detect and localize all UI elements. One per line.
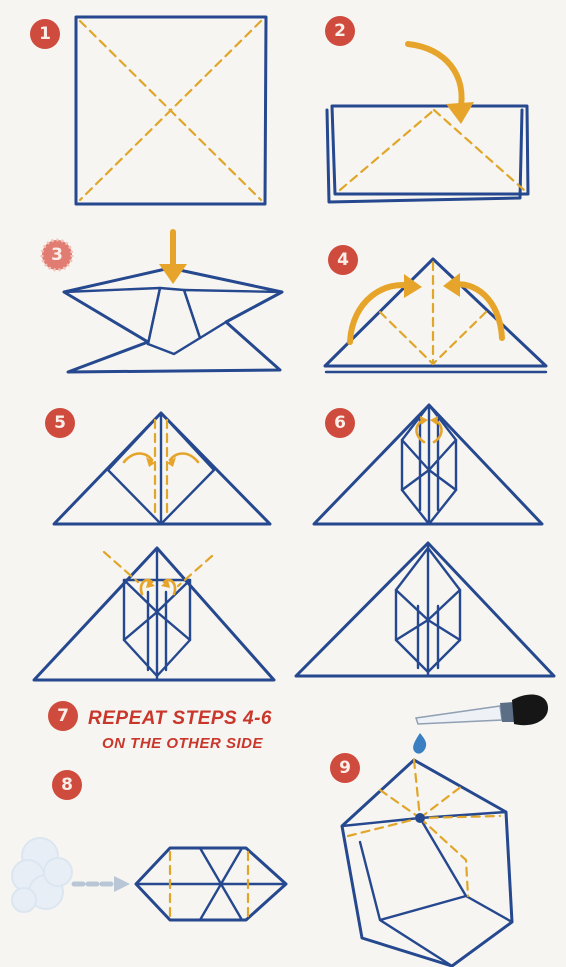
fold-line-left [340,110,434,190]
step-9-badge: 9 [330,753,360,783]
collapse-lower-flap [148,338,200,354]
right-corner-fold-line [433,312,486,364]
step-2-panel: 2 [325,16,528,202]
step-8-number: 8 [61,775,73,795]
collapse-center-peak [148,288,200,344]
result-triangle [296,543,554,676]
step-4-panel: 4 [325,245,546,372]
step-1-number: 1 [39,24,51,44]
folded-rectangle-back [327,110,522,202]
step-7-label-line2: ON THE OTHER SIDE [102,735,264,752]
tuck-flaps-panel [34,548,274,680]
left-corner-fold-line [380,312,433,364]
step-4-number: 4 [337,250,349,270]
step-7-badge: 7 [48,701,78,731]
step-3-number: 3 [51,245,63,265]
step-5-number: 5 [54,413,66,433]
cube-top-hole [415,813,425,823]
step-7-number: 7 [57,706,69,726]
water-drop-icon [413,733,426,754]
breath-arrowhead [114,876,130,892]
fold-down-arrow [408,44,462,112]
step-3-panel: 3 [42,232,282,372]
step-8-panel: 8 [12,770,286,920]
breath-puff-icon [12,838,72,912]
step-1-badge: 1 [30,19,60,49]
step-7-label-line1: REPEAT STEPS 4-6 [88,708,272,729]
step-5-panel: 5 [45,408,270,524]
step-2-badge: 2 [325,16,355,46]
cube-fold-lines [348,760,500,896]
step-5-badge: 5 [45,408,75,438]
step-4-badge: 4 [328,245,358,275]
tucked-result-panel [296,543,554,676]
step-8-badge: 8 [52,770,82,800]
tuck-guide-left [104,552,138,582]
step-3-badge: 3 [42,240,72,270]
folded-rectangle-front [332,106,528,194]
step-6-badge: 6 [325,408,355,438]
step-6-left-flap-arrowhead [420,416,428,425]
step-9-number: 9 [339,758,351,778]
step-6-panel: 6 [314,405,542,524]
eye-dropper-icon [416,694,548,725]
fold-line-right [434,110,524,190]
step-7-panel: 7 REPEAT STEPS 4-6 ON THE OTHER SIDE [48,701,272,752]
fold-down-arrowhead [446,102,474,124]
collapse-inner-left [64,288,160,344]
step-6-right-flap-arrowhead [430,416,438,425]
cube-outline [342,760,512,966]
step-2-number: 2 [334,21,346,41]
step-1-panel: 1 [30,17,266,204]
step-6-number: 6 [334,413,346,433]
tuck-guide-right [178,556,212,586]
push-down-arrowhead [159,264,187,284]
step-9-panel: 9 [330,694,548,966]
